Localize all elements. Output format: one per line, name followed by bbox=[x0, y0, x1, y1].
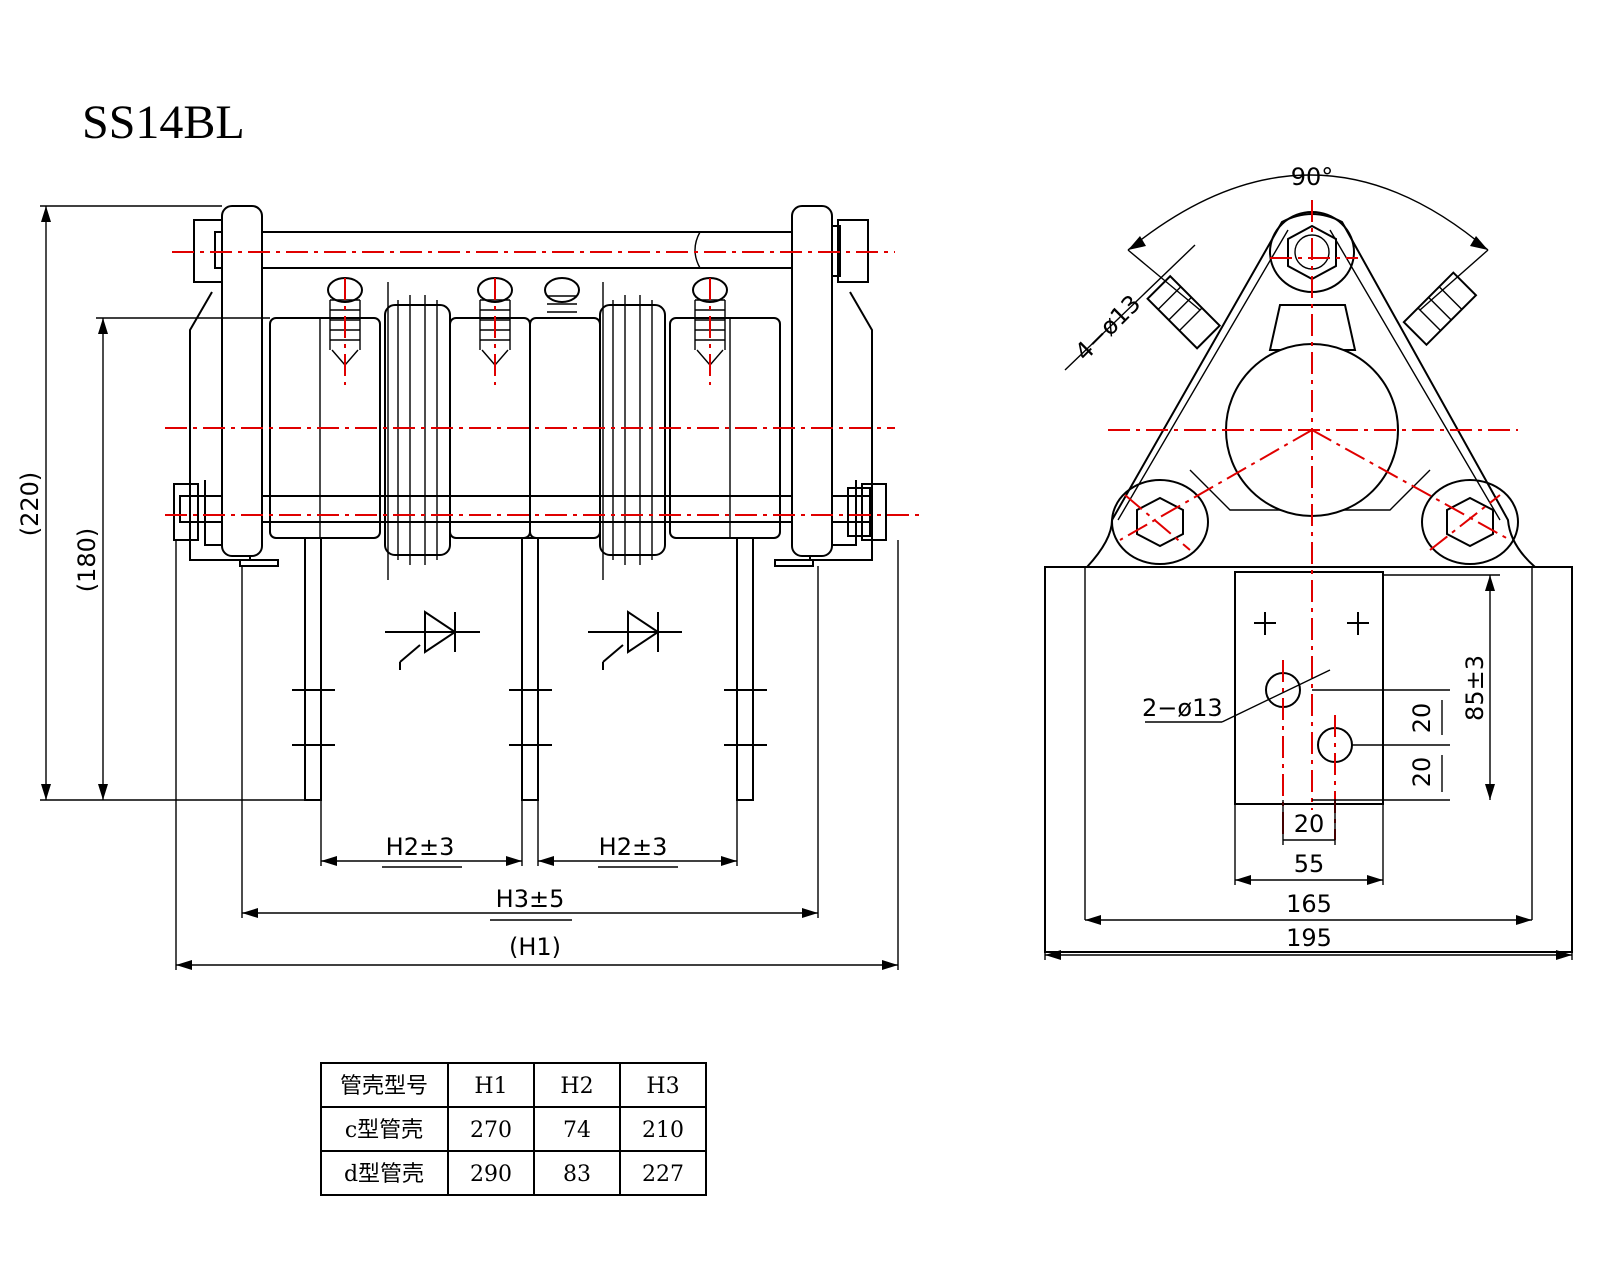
top-tie-rod bbox=[214, 231, 806, 269]
dim-195: 195 bbox=[1044, 924, 1573, 960]
holes-2-leader: 2−ø13 bbox=[1142, 669, 1331, 723]
angle-90-dim: 90° bbox=[1127, 163, 1489, 311]
left-clamp-plate bbox=[221, 205, 263, 557]
table-header-h2: H2 bbox=[560, 1074, 593, 1099]
svg-text:55: 55 bbox=[1294, 850, 1325, 878]
svg-text:165: 165 bbox=[1286, 890, 1332, 918]
table-cell: c型管壳 bbox=[345, 1118, 423, 1143]
table-cell: 227 bbox=[642, 1162, 684, 1187]
svg-text:20: 20 bbox=[1408, 757, 1436, 788]
table-cell: 270 bbox=[470, 1118, 512, 1143]
holes-4-leader: 4−ø13 bbox=[1064, 244, 1196, 371]
svg-text:20: 20 bbox=[1294, 810, 1325, 838]
dim-180: (180) bbox=[73, 317, 270, 800]
dim-85: 85±3 bbox=[1383, 574, 1500, 800]
table-cell: 290 bbox=[470, 1162, 512, 1187]
dim-220: (220) bbox=[16, 205, 305, 801]
thyristor-disc-left bbox=[384, 282, 451, 580]
hex-nut-right bbox=[1446, 496, 1494, 548]
svg-text:4−ø13: 4−ø13 bbox=[1069, 289, 1146, 366]
svg-text:H2±3: H2±3 bbox=[599, 833, 668, 861]
end-view: 90° 4−ø13 2−ø13 bbox=[1044, 163, 1573, 960]
dim-165: 165 bbox=[1085, 890, 1532, 925]
thyristor-symbol-2 bbox=[588, 610, 682, 670]
table-header-h1: H1 bbox=[474, 1074, 507, 1099]
dim-h2-right: H2±3 bbox=[537, 800, 738, 868]
dim-h2-left: H2±3 bbox=[320, 800, 523, 868]
thyristor-disc-right bbox=[599, 282, 666, 580]
svg-text:H2±3: H2±3 bbox=[386, 833, 455, 861]
svg-text:2−ø13: 2−ø13 bbox=[1142, 694, 1223, 722]
terminal-block bbox=[1234, 571, 1384, 805]
svg-text:(180): (180) bbox=[73, 528, 101, 593]
dim-55: 55 bbox=[1234, 804, 1384, 885]
svg-text:85±3: 85±3 bbox=[1461, 655, 1489, 721]
dim-h3: H3±5 bbox=[241, 566, 819, 921]
base-plate bbox=[1044, 566, 1573, 953]
dim-20-pair: 20 20 bbox=[1312, 689, 1450, 801]
svg-text:20: 20 bbox=[1408, 703, 1436, 734]
svg-text:(H1): (H1) bbox=[509, 933, 561, 961]
spec-table: 管壳型号 H1 H2 H3 c型管壳 270 74 210 d型管壳 290 8… bbox=[320, 1062, 707, 1196]
model-title: SS14BL bbox=[82, 96, 245, 149]
hex-nut-left bbox=[1136, 496, 1184, 548]
table-header-h3: H3 bbox=[646, 1074, 679, 1099]
angled-stud-left bbox=[1146, 274, 1222, 350]
table-cell: 210 bbox=[642, 1118, 684, 1143]
dim-h1: (H1) bbox=[175, 540, 899, 970]
svg-text:195: 195 bbox=[1286, 924, 1332, 952]
angled-stud-right bbox=[1402, 271, 1478, 347]
table-header-type: 管壳型号 bbox=[340, 1074, 428, 1099]
right-clamp-plate bbox=[791, 205, 833, 557]
thyristor-symbol-1 bbox=[385, 610, 480, 670]
spring-screw-3 bbox=[544, 277, 580, 313]
dim-20-bottom: 20 bbox=[1282, 800, 1336, 845]
svg-text:H3±5: H3±5 bbox=[496, 885, 565, 913]
table-cell: d型管壳 bbox=[344, 1162, 424, 1187]
svg-text:(220): (220) bbox=[16, 472, 44, 537]
bottom-tie-rod bbox=[179, 495, 871, 523]
table-cell: 83 bbox=[563, 1162, 591, 1187]
table-cell: 74 bbox=[563, 1118, 591, 1143]
terminal-legs bbox=[292, 537, 767, 801]
svg-text:90°: 90° bbox=[1291, 163, 1334, 191]
side-view: (220) (180) H2±3 H2±3 bbox=[16, 205, 925, 970]
